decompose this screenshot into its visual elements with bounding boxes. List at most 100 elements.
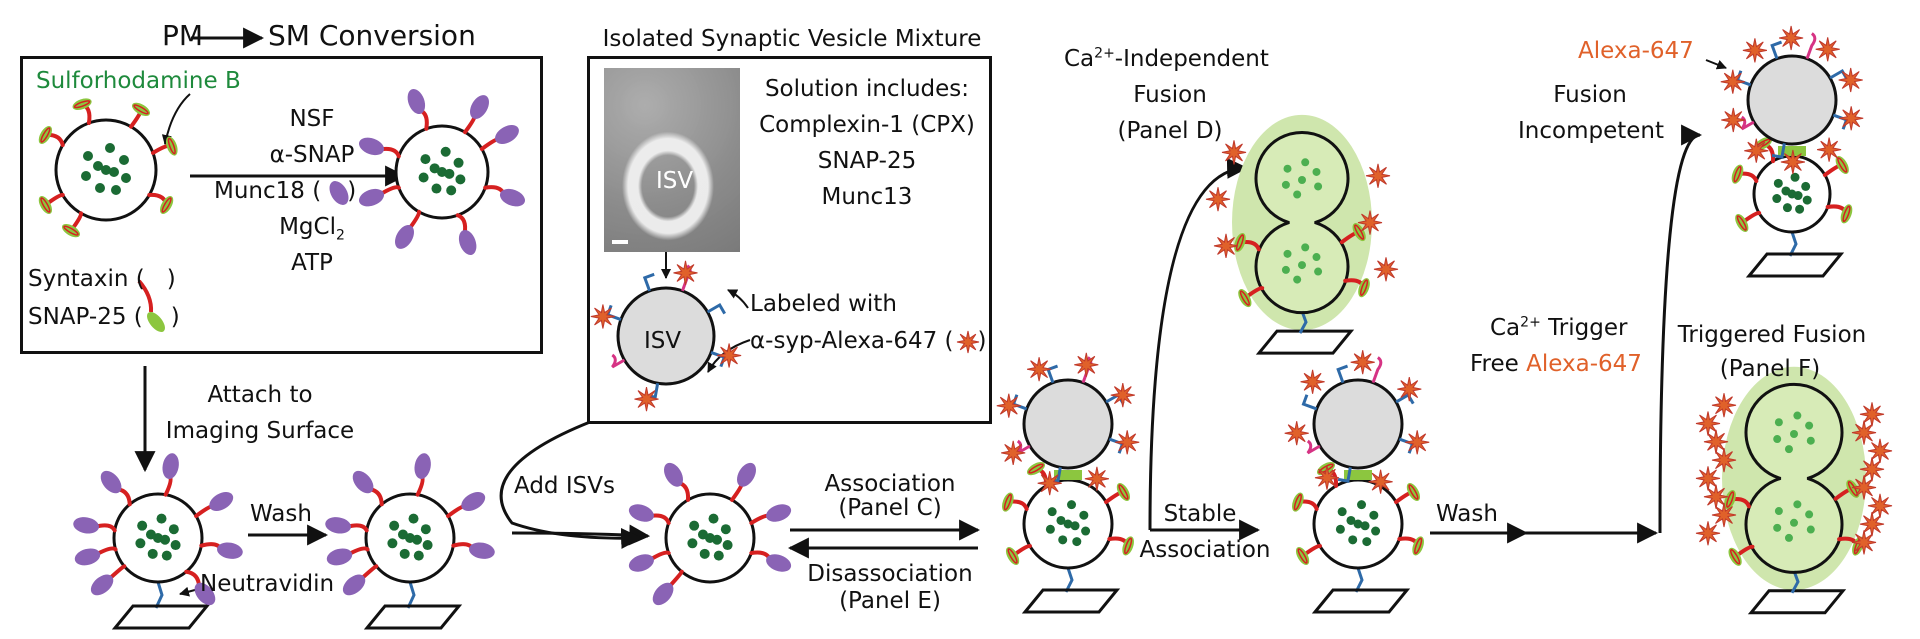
dye-dot [101, 165, 111, 175]
dye-dot [1067, 500, 1077, 510]
dye-dot [708, 513, 719, 524]
snap25-stripe [1028, 463, 1044, 474]
snap25-stripe [1239, 290, 1250, 306]
snap25-icon [1005, 546, 1020, 566]
snap25-stripe [73, 100, 91, 109]
dye-dot [168, 524, 179, 535]
dye-dot [109, 167, 119, 177]
munc18-icon [194, 582, 216, 606]
snap25-icon [1846, 479, 1860, 498]
snap25-icon [1352, 223, 1366, 242]
alexa647-icon [1744, 138, 1769, 163]
dye-dot [1773, 435, 1782, 444]
imaging-surface [1747, 589, 1847, 615]
snap25-icon [1406, 482, 1421, 502]
synaptobrevin-icon [1337, 467, 1352, 483]
antibody-close: ) [977, 328, 987, 354]
dye-dot [1782, 203, 1792, 213]
alexa647-icon [1851, 420, 1877, 445]
biotin-tether [1788, 231, 1798, 257]
snare-complex [1054, 470, 1082, 480]
sulforhodamine-label: Sulforhodamine B [36, 68, 241, 94]
dye-dot [1369, 510, 1379, 520]
dye-dot [1805, 510, 1814, 519]
labeled-pointer [727, 289, 749, 309]
alexa647-icon [634, 387, 659, 412]
dye-dot [1353, 519, 1363, 529]
snap25-stripe [1124, 537, 1133, 555]
munc18-icon [628, 504, 654, 522]
independent-text: -Independent [1114, 46, 1269, 72]
snap25-icon [61, 224, 81, 238]
alexa647-icon [1037, 471, 1062, 496]
biotin-tether [1354, 567, 1364, 593]
alexa647-icon [1817, 137, 1842, 162]
dye-dot [1312, 253, 1321, 262]
associated-complex [1002, 461, 1134, 614]
synaptobrevin-icon [642, 272, 655, 292]
snap25-stripe [1726, 491, 1735, 508]
dye-dot [83, 151, 93, 161]
snap25-stripe [161, 197, 172, 213]
dye-dot [1301, 158, 1310, 167]
conversion-output-vesicle [359, 89, 525, 255]
munc18-icon [90, 574, 114, 596]
alexa647-icon [1357, 210, 1383, 235]
attached-vesicle-2 [325, 453, 495, 630]
isv-box-title: Isolated Synaptic Vesicle Mixture [602, 26, 982, 52]
dye-dot [1357, 500, 1367, 510]
alexa647-icon [1721, 107, 1746, 133]
dye-dot [105, 143, 115, 153]
dye-dot [697, 529, 708, 540]
dye-dot [720, 524, 731, 535]
alexa647-icon [1867, 493, 1893, 518]
dye-dot [1314, 182, 1323, 191]
dye-dot [399, 548, 410, 559]
alexa647-icon [1365, 163, 1391, 188]
alexa647-icon [1695, 411, 1721, 436]
munc18-icon [395, 225, 414, 249]
dye-dot [1806, 525, 1815, 534]
dye-dot [1298, 176, 1306, 184]
alexa-top-label: Alexa-647 [1578, 38, 1694, 64]
dye-dot [440, 146, 451, 157]
stable-complex-isv [1284, 350, 1430, 494]
stable-line-2: Association [1139, 537, 1271, 563]
isv-membrane [1746, 54, 1838, 146]
association-line-2: (Panel C) [838, 495, 942, 521]
dye-dot [1293, 190, 1302, 199]
alexa647-icon [1742, 38, 1767, 63]
snap25-stripe [1730, 549, 1741, 565]
dye-dot [1346, 515, 1356, 525]
alexa647-icon [1284, 421, 1309, 446]
dye-dot [1805, 421, 1814, 430]
dye-dot [1774, 418, 1783, 427]
munc18-icon [359, 188, 385, 207]
dye-dot [446, 185, 457, 196]
synaptobrevin-icon [706, 302, 726, 315]
snap25-icon [1116, 482, 1131, 502]
syntaxin-text: Syntaxin ( [28, 266, 145, 292]
dye-dot [170, 540, 181, 551]
wash-1-label: Wash [250, 501, 312, 527]
biotin-tether [1790, 570, 1800, 594]
snap25-stripe [1235, 234, 1245, 251]
dye-dot [119, 155, 129, 165]
munc18-icon [100, 470, 122, 494]
dye-dot [135, 538, 146, 549]
snap25-icon [131, 102, 151, 116]
attached-vesicle-1 [73, 453, 243, 630]
alexa647-icon [996, 393, 1021, 418]
munc18-icon [407, 89, 426, 115]
dye-dot [1058, 535, 1068, 545]
snap25-stripe [40, 127, 51, 143]
fusion-incompetent-line-2: Incompetent [1518, 118, 1664, 144]
dye-dot [1070, 521, 1080, 531]
dye-dot [1801, 181, 1811, 191]
imaging-surface [363, 604, 463, 630]
isv-box [587, 56, 992, 424]
snap25-stripe [1733, 165, 1742, 183]
alexa647-icon [1711, 502, 1737, 528]
stable-complex [1292, 461, 1424, 614]
dye-dot [387, 538, 398, 549]
